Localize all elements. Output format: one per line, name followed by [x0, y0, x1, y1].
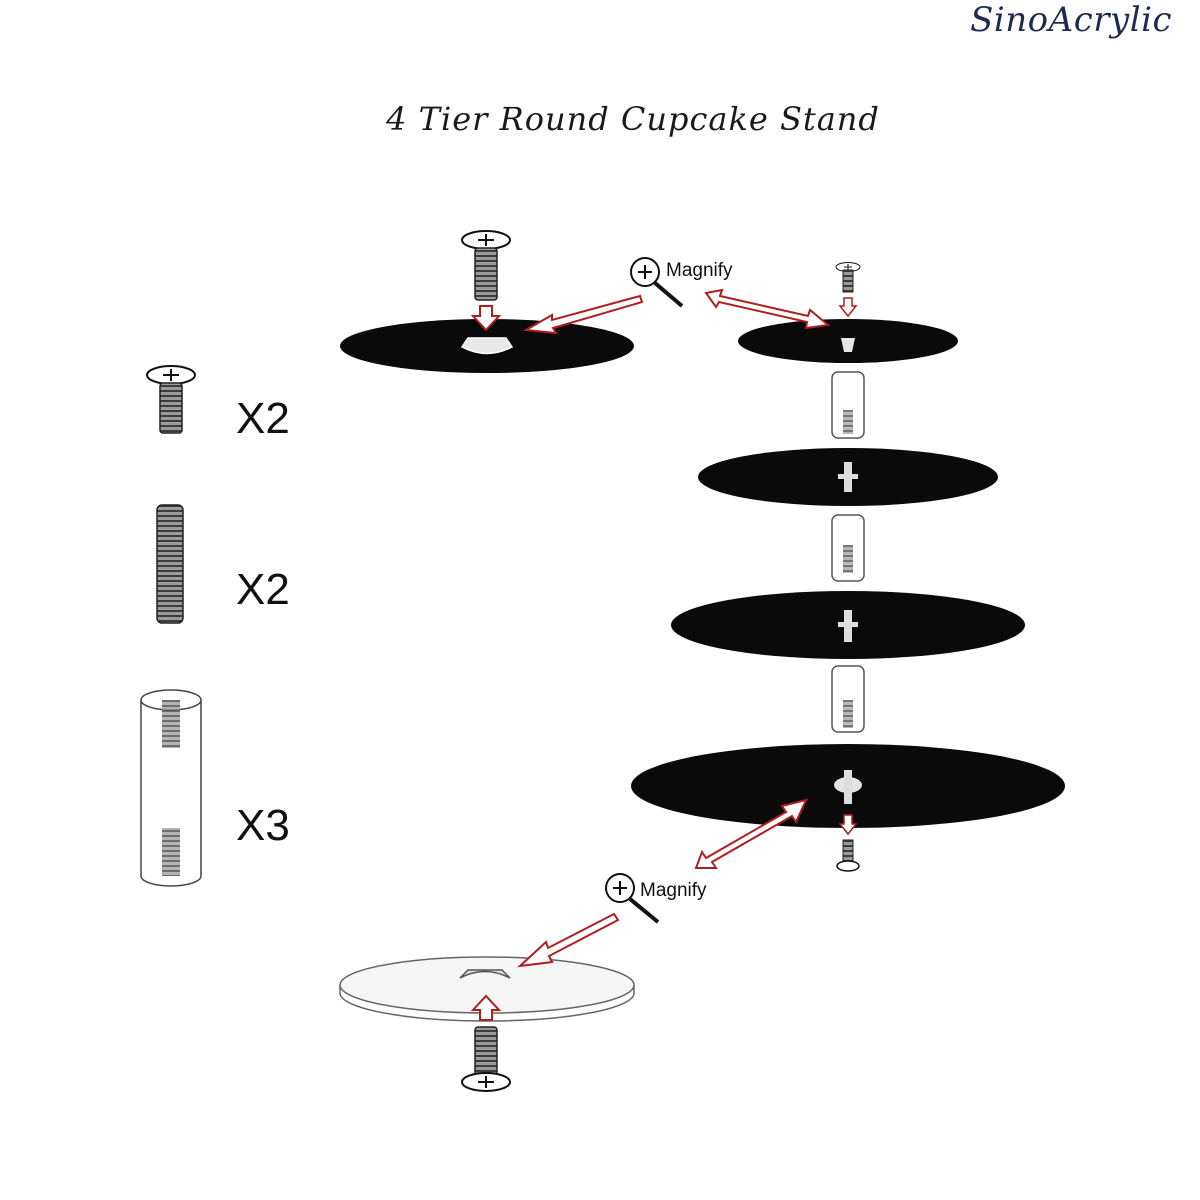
- tier-4-plate: [631, 744, 1065, 872]
- screw-icon: [146, 365, 196, 434]
- tier-1-plate: [738, 262, 958, 363]
- magnify-label-top: Magnify: [666, 260, 733, 281]
- rod-quantity: X2: [236, 565, 290, 614]
- magnify-icon: [605, 873, 660, 924]
- magnified-base-plate: [339, 956, 635, 1092]
- magnify-icon: [630, 257, 684, 308]
- tube-2: [831, 514, 865, 582]
- magnified-top-plate: [340, 230, 634, 373]
- tier-3-plate: [671, 591, 1025, 659]
- tier-2-plate: [698, 448, 998, 506]
- magnify-bottom: Magnify: [517, 798, 808, 968]
- tube-1: [831, 371, 865, 439]
- acrylic-tube-icon: [140, 689, 202, 887]
- magnify-top: Magnify: [522, 257, 831, 335]
- threaded-rod-icon: [156, 504, 184, 624]
- tube-quantity: X3: [236, 801, 290, 850]
- tube-3: [831, 665, 865, 733]
- screw-quantity: X2: [236, 394, 290, 443]
- brand-logo: SinoAcrylic: [970, 0, 1172, 40]
- magnify-label-bottom: Magnify: [640, 880, 707, 901]
- diagram-title: 4 Tier Round Cupcake Stand: [386, 100, 880, 138]
